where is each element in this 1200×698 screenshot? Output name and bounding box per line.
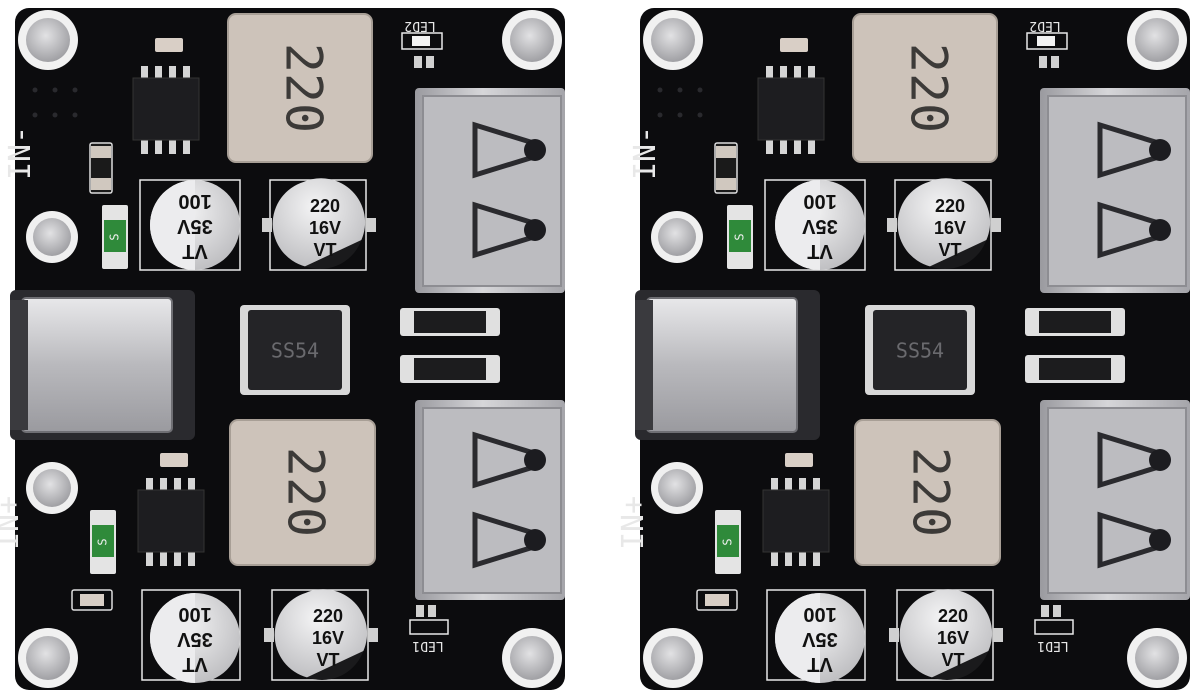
label-in-plus: IN+ (0, 496, 26, 550)
svg-text:S: S (721, 538, 735, 545)
capacitor-220uf-top: 220 16V VT (887, 178, 1001, 271)
smd-diode-1 (1025, 308, 1125, 336)
capacitor-220uf-bottom: 220 16V VT (889, 589, 1003, 681)
label-in-plus: IN+ (616, 496, 651, 550)
capacitor-100uf-top: VT 35V 100 (139, 179, 241, 271)
svg-text:16V: 16V (937, 628, 969, 648)
board-left: IN- IN+ LED2 LED1 (0, 8, 565, 690)
via-dots (32, 87, 78, 118)
smd-diode-2 (1025, 355, 1125, 383)
ic-chip-bottom (137, 478, 205, 566)
mounting-holes (643, 10, 1187, 688)
via-dots (657, 87, 703, 118)
label-led1: LED1 (1037, 638, 1068, 653)
fuse-bottom: S (90, 510, 116, 574)
smd-resistor-left (89, 142, 113, 194)
label-led2: LED2 (404, 18, 435, 33)
smd-resistor (155, 38, 183, 52)
smd-resistor-bottom-left (71, 589, 113, 611)
smd-diode-2 (400, 355, 500, 383)
svg-text:VT: VT (941, 650, 964, 670)
svg-text:220: 220 (935, 196, 965, 216)
svg-text:16V: 16V (312, 628, 344, 648)
capacitor-220uf-top: 220 16V VT (262, 178, 376, 271)
svg-text:16V: 16V (309, 218, 341, 238)
smd-diode-1 (400, 308, 500, 336)
input-pad-bottom (26, 462, 78, 514)
mounting-holes (18, 10, 562, 688)
smd-resistor-bottom-left (696, 589, 738, 611)
smd-resistor-left (714, 142, 738, 194)
capacitor-220uf-bottom: 220 16V VT (264, 589, 378, 681)
svg-text:220: 220 (313, 606, 343, 626)
capacitor-100uf-top: VT 35V 100 (764, 179, 866, 271)
svg-text:35V: 35V (177, 628, 213, 650)
svg-text:SS54: SS54 (271, 339, 319, 363)
label-in-minus: IN- (628, 126, 663, 180)
usb-c-port (635, 290, 820, 440)
svg-text:100: 100 (803, 190, 836, 212)
ic-chip-top (757, 66, 825, 154)
smd-resistor (780, 38, 808, 52)
svg-text:220: 220 (938, 606, 968, 626)
diode-ss54: SS54 (240, 305, 350, 395)
svg-text:220: 220 (310, 196, 340, 216)
svg-text:VT: VT (807, 240, 833, 262)
usb-port-bottom (1040, 400, 1190, 600)
fuse-top: S (102, 205, 128, 269)
ic-chip-bottom (762, 478, 830, 566)
led-bottom (409, 605, 449, 635)
svg-text:35V: 35V (177, 215, 213, 237)
label-led2: LED2 (1029, 18, 1060, 33)
fuse-top: S (727, 205, 753, 269)
led-top (401, 32, 443, 68)
board-right: IN- IN+ LED2 LED1 (616, 8, 1190, 690)
diode-ss54: SS54 (865, 305, 975, 395)
usb-port-top (415, 88, 565, 293)
svg-text:S: S (733, 233, 747, 240)
usb-port-top (1040, 88, 1190, 293)
svg-text:VT: VT (182, 653, 208, 675)
svg-text:VT: VT (313, 240, 336, 260)
svg-text:VT: VT (316, 650, 339, 670)
smd-resistor-bottom (160, 453, 188, 467)
led-bottom (1034, 605, 1074, 635)
input-pad-bottom (651, 462, 703, 514)
svg-text:16V: 16V (934, 218, 966, 238)
svg-text:VT: VT (938, 240, 961, 260)
capacitor-100uf-bottom: VT 35V 100 (766, 589, 866, 683)
usb-port-bottom (415, 400, 565, 600)
svg-text:100: 100 (178, 190, 211, 212)
svg-text:VT: VT (182, 240, 208, 262)
svg-text:220: 220 (900, 43, 958, 133)
label-led1: LED1 (412, 638, 443, 653)
svg-text:220: 220 (902, 447, 960, 537)
svg-text:220: 220 (275, 43, 333, 133)
svg-text:100: 100 (178, 603, 211, 625)
svg-text:SS54: SS54 (896, 339, 944, 363)
inductor-top: 220 (227, 13, 373, 163)
fuse-bottom: S (715, 510, 741, 574)
input-pad-top (651, 211, 703, 263)
label-in-minus: IN- (3, 126, 38, 180)
capacitor-100uf-bottom: VT 35V 100 (141, 589, 241, 683)
svg-text:S: S (108, 233, 122, 240)
usb-c-port (10, 290, 195, 440)
svg-text:100: 100 (803, 603, 836, 625)
input-pad-top (26, 211, 78, 263)
smd-resistor-bottom (785, 453, 813, 467)
svg-text:220: 220 (277, 447, 335, 537)
svg-text:35V: 35V (802, 628, 838, 650)
inductor-top: 220 (852, 13, 998, 163)
inductor-bottom: 220 (229, 419, 376, 566)
inductor-bottom: 220 (854, 419, 1001, 566)
svg-text:35V: 35V (802, 215, 838, 237)
svg-text:S: S (96, 538, 110, 545)
svg-text:VT: VT (807, 653, 833, 675)
ic-chip-top (132, 66, 200, 154)
led-top (1026, 32, 1068, 68)
